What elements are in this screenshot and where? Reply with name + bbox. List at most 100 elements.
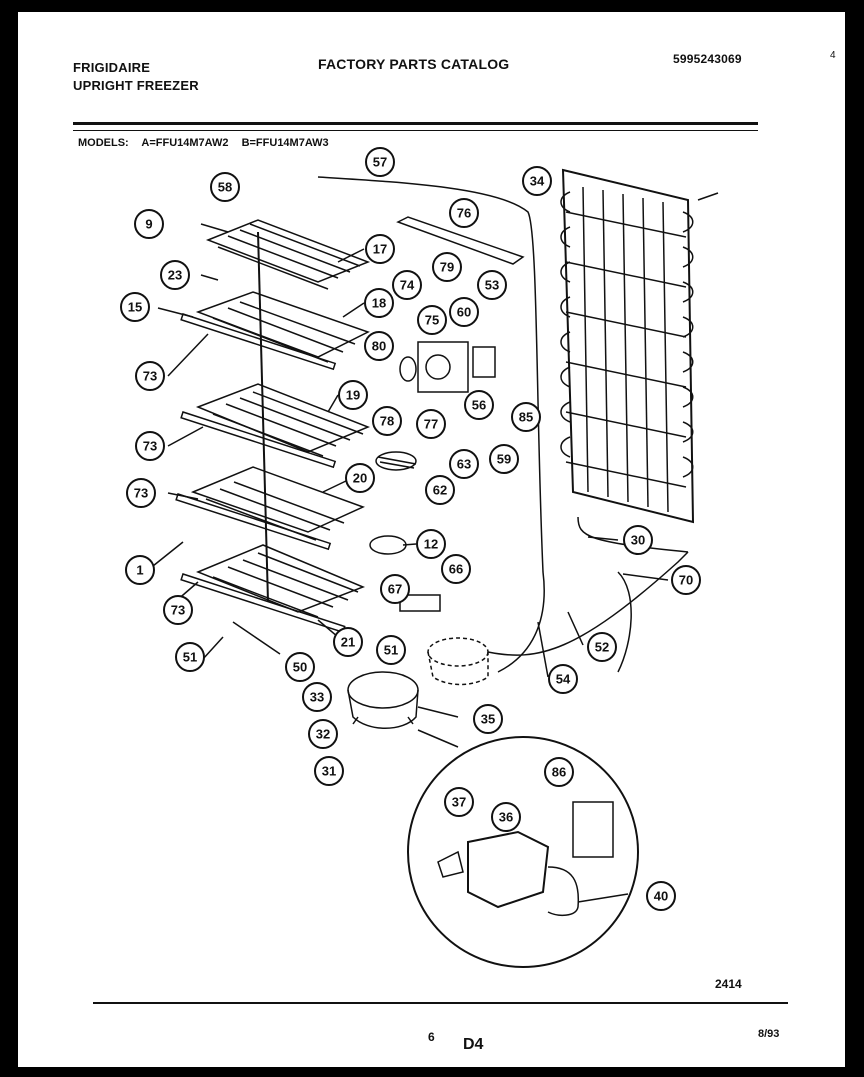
- shelf-2: [180, 291, 370, 371]
- callout-36: 36: [491, 802, 521, 832]
- svg-text:1: 1: [136, 563, 143, 578]
- callout-77: 77: [416, 409, 446, 439]
- callout-78: 78: [372, 406, 402, 436]
- callout-34: 34: [522, 166, 552, 196]
- svg-text:37: 37: [452, 795, 466, 810]
- svg-text:66: 66: [449, 562, 463, 577]
- callout-63: 63: [449, 449, 479, 479]
- callout-19: 19: [338, 380, 368, 410]
- svg-text:79: 79: [440, 260, 454, 275]
- models-line: MODELS: A=FFU14M7AW2 B=FFU14M7AW3: [78, 137, 339, 149]
- relay-overload-detail: [437, 801, 614, 917]
- svg-text:58: 58: [218, 180, 232, 195]
- svg-text:70: 70: [679, 573, 693, 588]
- footer-rule: [93, 1002, 788, 1004]
- diagram-number: 2414: [715, 977, 742, 991]
- callout-62: 62: [425, 475, 455, 505]
- callout-60: 60: [449, 297, 479, 327]
- svg-text:73: 73: [143, 439, 157, 454]
- catalog-title: FACTORY PARTS CATALOG: [318, 56, 510, 72]
- shelf-support-rod: [257, 231, 269, 603]
- callout-21: 21: [333, 627, 363, 657]
- svg-text:77: 77: [424, 417, 438, 432]
- svg-text:62: 62: [433, 483, 447, 498]
- callout-85: 85: [511, 402, 541, 432]
- model-b: B=FFU14M7AW3: [241, 137, 329, 149]
- svg-text:23: 23: [168, 268, 182, 283]
- callout-51a: 51: [376, 635, 406, 665]
- callout-35: 35: [473, 704, 503, 734]
- top-bracket: [396, 216, 525, 265]
- exploded-parts-diagram: 57 58 9 76 34 17 79 23 74 53 15 18 75 60…: [120, 147, 719, 968]
- drain-tube: [617, 571, 632, 673]
- svg-text:74: 74: [400, 278, 415, 293]
- callout-37: 37: [444, 787, 474, 817]
- svg-text:35: 35: [481, 712, 495, 727]
- svg-text:30: 30: [631, 533, 645, 548]
- svg-text:36: 36: [499, 810, 513, 825]
- callout-73b: 73: [135, 431, 165, 461]
- svg-text:19: 19: [346, 388, 360, 403]
- callout-70: 70: [671, 565, 701, 595]
- refrigerant-line: [317, 176, 545, 673]
- callout-75: 75: [417, 305, 447, 335]
- catalog-number: 5995243069: [673, 52, 742, 66]
- svg-text:54: 54: [556, 672, 571, 687]
- callout-66: 66: [441, 554, 471, 584]
- svg-text:20: 20: [353, 471, 367, 486]
- svg-text:63: 63: [457, 457, 471, 472]
- svg-text:53: 53: [485, 278, 499, 293]
- detail-circle: [407, 736, 639, 968]
- callout-73c: 73: [126, 478, 156, 508]
- page-date: 8/93: [758, 1028, 780, 1040]
- product-name: UPRIGHT FREEZER: [73, 78, 199, 93]
- shelf-5: [180, 544, 366, 634]
- svg-text:51: 51: [384, 643, 398, 658]
- page-code: D4: [463, 1036, 484, 1053]
- callout-80: 80: [364, 331, 394, 361]
- svg-text:33: 33: [310, 690, 324, 705]
- callout-23: 23: [160, 260, 190, 290]
- suction-line: [487, 551, 689, 656]
- svg-text:12: 12: [424, 537, 438, 552]
- callout-52: 52: [587, 632, 617, 662]
- svg-text:80: 80: [372, 339, 386, 354]
- svg-text:15: 15: [128, 300, 142, 315]
- header-rule: [73, 122, 758, 125]
- svg-text:18: 18: [372, 296, 386, 311]
- drain-cup: [369, 535, 407, 555]
- svg-text:85: 85: [519, 410, 533, 425]
- svg-text:17: 17: [373, 242, 387, 257]
- svg-text:31: 31: [322, 764, 336, 779]
- svg-text:73: 73: [143, 369, 157, 384]
- svg-text:59: 59: [497, 452, 511, 467]
- callout-50: 50: [285, 652, 315, 682]
- corner-mark: 4: [830, 50, 836, 61]
- callout-20: 20: [345, 463, 375, 493]
- callout-74: 74: [392, 270, 422, 300]
- page-number: 6: [428, 1030, 435, 1044]
- brand-name: FRIGIDAIRE: [73, 60, 151, 75]
- callout-67: 67: [380, 574, 410, 604]
- callout-40: 40: [646, 881, 676, 911]
- callout-54: 54: [548, 664, 578, 694]
- svg-text:56: 56: [472, 398, 486, 413]
- svg-text:78: 78: [380, 414, 394, 429]
- catalog-sheet: FRIGIDAIRE UPRIGHT FREEZER FACTORY PARTS…: [18, 12, 845, 1067]
- callout-18: 18: [364, 288, 394, 318]
- callout-33: 33: [302, 682, 332, 712]
- callout-9: 9: [134, 209, 164, 239]
- callout-59: 59: [489, 444, 519, 474]
- svg-text:57: 57: [373, 155, 387, 170]
- svg-text:75: 75: [425, 313, 439, 328]
- callout-30: 30: [623, 525, 653, 555]
- condensate-pan: [427, 637, 489, 686]
- callout-12: 12: [416, 529, 446, 559]
- callout-57: 57: [365, 147, 395, 177]
- svg-text:73: 73: [171, 603, 185, 618]
- callout-79: 79: [432, 252, 462, 282]
- condenser-panel: [560, 168, 695, 524]
- compressor: [347, 671, 419, 729]
- model-a: A=FFU14M7AW2: [141, 137, 229, 149]
- callout-15: 15: [120, 292, 150, 322]
